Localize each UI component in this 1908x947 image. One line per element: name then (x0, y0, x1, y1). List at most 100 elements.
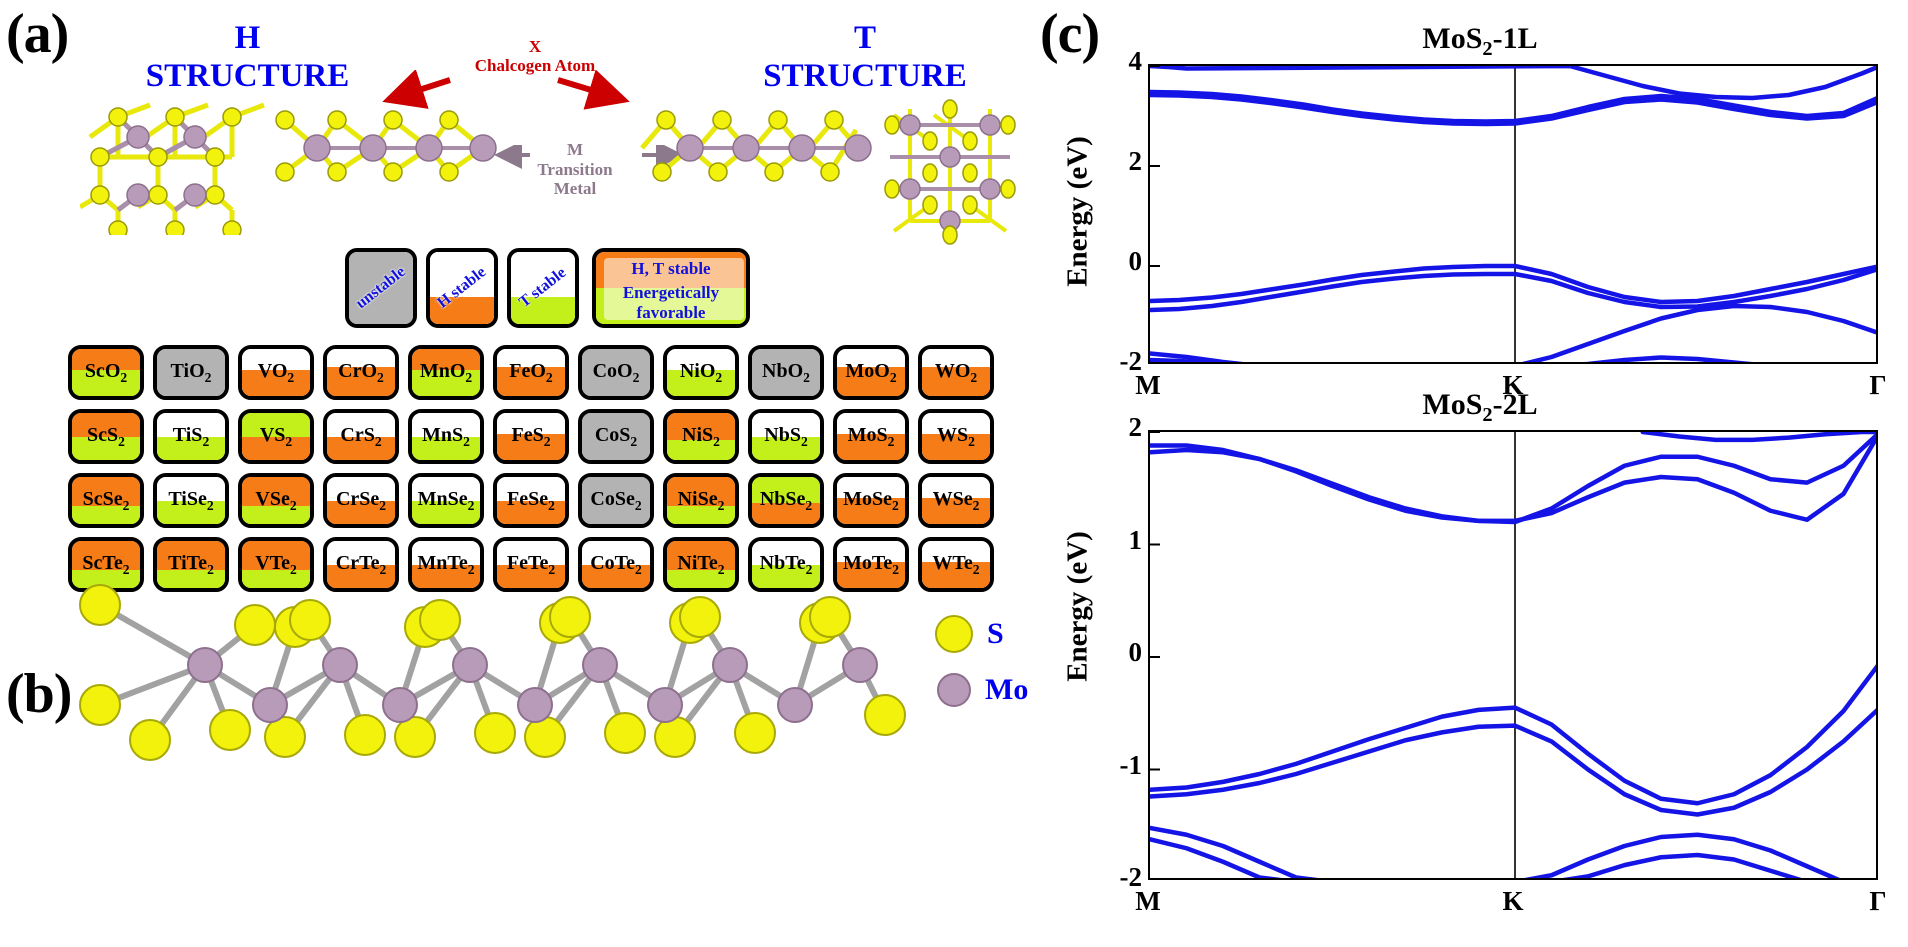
compound-fill-top (922, 413, 990, 435)
compound-cell-nbte2[interactable]: NbTe2 (748, 537, 824, 592)
sulfur-atom-icon (935, 615, 973, 653)
compound-formula: NbSe2 (759, 487, 813, 513)
compound-fill-top (412, 413, 480, 438)
compound-fill-top (837, 349, 905, 367)
metal-name-line2: Metal (553, 179, 597, 199)
band-curve (1150, 837, 1802, 878)
compound-formula: ScSe2 (82, 487, 130, 513)
compound-cell-crse2[interactable]: CrSe2 (323, 473, 399, 528)
compound-formula: WS2 (937, 423, 975, 449)
compound-fill-top (72, 541, 140, 571)
compound-fill-top (242, 349, 310, 371)
compound-formula: VO2 (257, 359, 295, 385)
compound-cell-coo2[interactable]: CoO2 (578, 345, 654, 400)
compound-fill-bottom (752, 565, 820, 588)
compound-cell-wo2[interactable]: WO2 (918, 345, 994, 400)
compound-fill-top (327, 541, 395, 566)
compound-cell-feo2[interactable]: FeO2 (493, 345, 569, 400)
compound-fill-bottom (72, 370, 140, 396)
compound-cell-vo2[interactable]: VO2 (238, 345, 314, 400)
compound-formula: NbO2 (762, 359, 810, 385)
compound-cell-wte2[interactable]: WTe2 (918, 537, 994, 592)
compound-cell-cote2[interactable]: CoTe2 (578, 537, 654, 592)
chalcogen-atom-label: X Chalcogen Atom (450, 37, 620, 75)
t-structure-sideview-diagram (640, 110, 872, 182)
band-curve (1150, 89, 1876, 124)
h-structure-topview-diagram (80, 102, 265, 235)
compound-cell-scs2[interactable]: ScS2 (68, 409, 144, 464)
compound-cell-mns2[interactable]: MnS2 (408, 409, 484, 464)
compound-formula: WO2 (934, 359, 978, 385)
compound-cell-mos2[interactable]: MoS2 (833, 409, 909, 464)
compound-cell-vs2[interactable]: VS2 (238, 409, 314, 464)
compound-cell-sco2[interactable]: ScO2 (68, 345, 144, 400)
compound-cell-nbs2[interactable]: NbS2 (748, 409, 824, 464)
compound-cell-tio2[interactable]: TiO2 (153, 345, 229, 400)
compound-fill-top (837, 477, 905, 499)
compound-cell-fese2[interactable]: FeSe2 (493, 473, 569, 528)
compound-cell-tise2[interactable]: TiSe2 (153, 473, 229, 528)
compound-cell-cos2[interactable]: CoS2 (578, 409, 654, 464)
band-curves (1150, 66, 1876, 362)
compound-formula: VTe2 (255, 551, 297, 577)
compound-fill-top (497, 541, 565, 566)
compound-formula: MoO2 (845, 359, 897, 385)
compound-cell-nise2[interactable]: NiSe2 (663, 473, 739, 528)
compound-formula: FeTe2 (506, 551, 556, 577)
compound-formula: NiS2 (682, 423, 720, 449)
compound-cell-nis2[interactable]: NiS2 (663, 409, 739, 464)
compound-cell-mno2[interactable]: MnO2 (408, 345, 484, 400)
compound-cell-crte2[interactable]: CrTe2 (323, 537, 399, 592)
legend-ht-stable: H, T stable Energetically favorable (592, 248, 750, 328)
compound-cell-cose2[interactable]: CoSe2 (578, 473, 654, 528)
compound-cell-moo2[interactable]: MoO2 (833, 345, 909, 400)
compound-cell-mnse2[interactable]: MnSe2 (408, 473, 484, 528)
compound-cell-mnte2[interactable]: MnTe2 (408, 537, 484, 592)
compound-fill-bottom (837, 498, 905, 524)
t-structure-line2: STRUCTURE (763, 57, 967, 94)
xtick-label: Γ (1869, 370, 1887, 400)
compound-fill-top (582, 413, 650, 460)
legend-h-stable-fill-bottom (430, 296, 494, 324)
compound-cell-nbo2[interactable]: NbO2 (748, 345, 824, 400)
compound-fill-top (72, 413, 140, 438)
compound-cell-nite2[interactable]: NiTe2 (663, 537, 739, 592)
compound-fill-top (752, 349, 820, 396)
stability-legend: unstable H stable T stable H, T stable E… (345, 248, 750, 328)
compound-cell-cro2[interactable]: CrO2 (323, 345, 399, 400)
compound-fill-bottom (412, 370, 480, 396)
xtick-label: M (1135, 886, 1161, 916)
compound-cell-nio2[interactable]: NiO2 (663, 345, 739, 400)
compound-fill-top (837, 541, 905, 563)
legend-h-stable-fill-top (430, 252, 494, 297)
compound-cell-fes2[interactable]: FeS2 (493, 409, 569, 464)
compound-cell-mose2[interactable]: MoSe2 (833, 473, 909, 528)
compound-cell-tis2[interactable]: TiS2 (153, 409, 229, 464)
compound-formula: WSe2 (932, 487, 980, 513)
xtick-label: M (1135, 370, 1161, 400)
compound-cell-tite2[interactable]: TiTe2 (153, 537, 229, 592)
compound-fill-top (242, 477, 310, 507)
compound-cell-scse2[interactable]: ScSe2 (68, 473, 144, 528)
compound-cell-vse2[interactable]: VSe2 (238, 473, 314, 528)
compound-cell-crs2[interactable]: CrS2 (323, 409, 399, 464)
compound-fill-top (157, 541, 225, 571)
compound-formula: TiS2 (172, 423, 210, 449)
compound-fill-top (412, 541, 480, 566)
compound-cell-ws2[interactable]: WS2 (918, 409, 994, 464)
compound-cell-wse2[interactable]: WSe2 (918, 473, 994, 528)
compound-cell-vte2[interactable]: VTe2 (238, 537, 314, 592)
compound-formula: CoS2 (594, 423, 638, 449)
compound-formula: MoS2 (847, 423, 895, 449)
compound-formula: VSe2 (255, 487, 297, 513)
compound-cell-fete2[interactable]: FeTe2 (493, 537, 569, 592)
compound-cell-mote2[interactable]: MoTe2 (833, 537, 909, 592)
compound-cell-nbse2[interactable]: NbSe2 (748, 473, 824, 528)
compound-fill-top (497, 413, 565, 435)
compound-fill-top (497, 349, 565, 367)
compound-fill-top (72, 349, 140, 371)
compound-fill-top (327, 477, 395, 502)
chalcogen-name: Chalcogen Atom (474, 55, 596, 75)
band-2L-title-sub: 2 (1482, 404, 1493, 426)
